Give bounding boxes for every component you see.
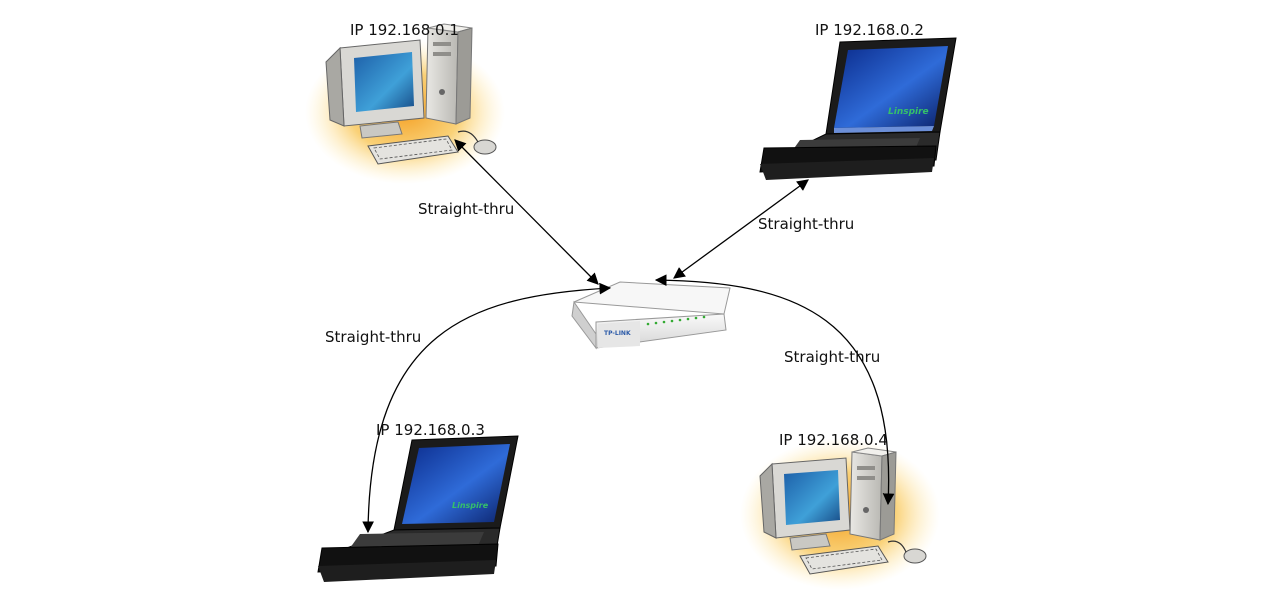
cable-pc4-switch [654,274,895,506]
ip-label-laptop2: IP 192.168.0.2 [815,21,924,39]
cables [362,139,895,534]
ip-label-pc4: IP 192.168.0.4 [779,431,888,449]
cable-label-laptop3: Straight-thru [325,328,422,346]
laptop-2: Linspire [759,37,957,180]
ip-label-pc1: IP 192.168.0.1 [350,21,459,39]
switch-brand-label: TP-LINK [604,330,631,337]
cable-laptop2-switch [673,179,809,279]
ip-label-laptop3: IP 192.168.0.3 [376,421,485,439]
desktop-pc-1 [305,23,505,184]
cable-label-pc1: Straight-thru [418,200,515,218]
cable-label-pc4: Straight-thru [784,348,881,366]
laptop-3: Linspire [317,435,519,582]
svg-text:Linspire: Linspire [888,107,929,117]
network-switch: TP-LINK [571,281,731,350]
cable-pc1-switch [454,139,599,285]
svg-text:Linspire: Linspire [452,501,489,510]
desktop-pc-4 [740,438,940,590]
cable-label-laptop2: Straight-thru [758,215,855,233]
cable-laptop3-switch [362,282,612,534]
